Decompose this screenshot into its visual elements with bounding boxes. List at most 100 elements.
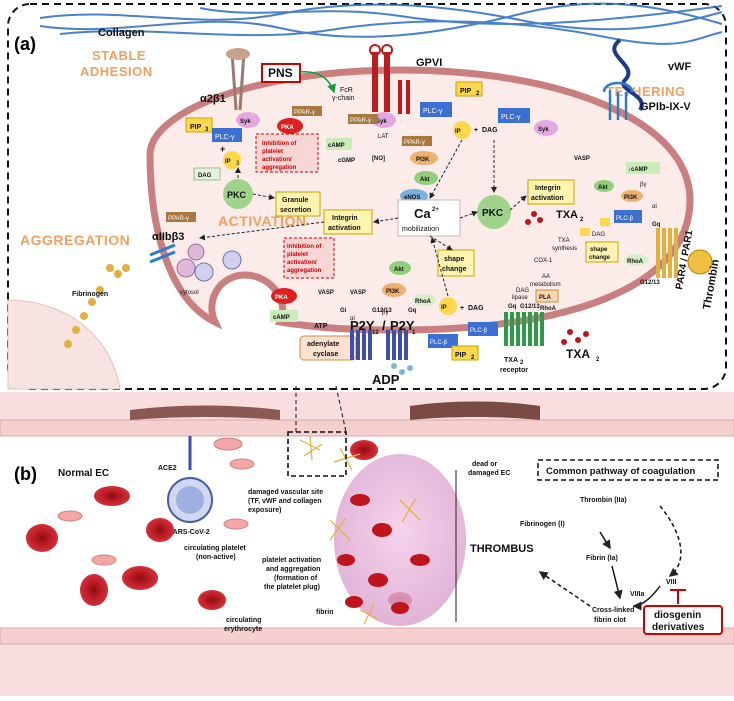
p2y-receptors bbox=[350, 330, 408, 360]
pip2-top-box bbox=[455, 81, 483, 97]
inhibition-low-4: aggregation bbox=[287, 268, 322, 274]
viii-label: VIII bbox=[666, 579, 677, 586]
pip2-top-label: PIP bbox=[460, 88, 472, 95]
pla2-label: PLA bbox=[539, 295, 552, 301]
gq-mid: Gq bbox=[408, 308, 417, 314]
ca-box bbox=[397, 199, 461, 237]
circulating-platelets bbox=[57, 437, 255, 566]
rhoa-right bbox=[624, 254, 648, 266]
collagen-fibers bbox=[39, 2, 723, 45]
pns-label: PNS bbox=[268, 66, 293, 80]
fcr-label-2: γ-chain bbox=[332, 95, 355, 102]
endothelium-bottom bbox=[0, 627, 734, 645]
inhibition-low-2: platelet bbox=[287, 252, 308, 258]
g1213-mid: G12/13 bbox=[372, 308, 392, 314]
camp-top bbox=[326, 138, 352, 150]
akt-top-label: Akt bbox=[420, 177, 430, 183]
pkc-right bbox=[477, 195, 511, 229]
vasp-mid: VASP bbox=[350, 290, 366, 296]
damaged-site-1: damaged vascular site bbox=[248, 489, 323, 496]
ip3-left bbox=[223, 151, 241, 169]
zoom-connectors bbox=[295, 385, 347, 433]
ppar-a-label: PPAR-γ bbox=[294, 110, 315, 116]
pka-low-label: PKA bbox=[275, 295, 288, 301]
g1213-right: G12/13 bbox=[640, 280, 660, 286]
pi3k-mid-label: PI3K bbox=[386, 289, 400, 295]
granules bbox=[176, 243, 242, 282]
activation-4: the platelet plug) bbox=[264, 584, 320, 591]
shape-mid-box bbox=[437, 249, 475, 277]
alpha-i-mid: αi bbox=[350, 316, 355, 322]
svg-text:2: 2 bbox=[471, 355, 475, 361]
endothelium-top bbox=[0, 419, 734, 437]
plc-beta-low-a-label: PLC-β bbox=[430, 340, 448, 346]
svg-text:3: 3 bbox=[205, 127, 209, 133]
ca-mobilization: mobilization bbox=[402, 226, 439, 233]
vessel-bottom-wall bbox=[0, 636, 734, 696]
aiib3-label: αIIbβ3 bbox=[152, 231, 184, 243]
pkc-left-label: PKC bbox=[227, 190, 247, 200]
no-label: [NO] bbox=[372, 156, 385, 162]
plus-low: + bbox=[460, 305, 464, 312]
plus-left: + bbox=[220, 144, 225, 154]
dag-right-small: DAG bbox=[592, 232, 605, 238]
circ-platelet-1: circulating platelet bbox=[184, 545, 247, 552]
panel-b-label: (b) bbox=[14, 464, 37, 484]
fibrinogen-label: Fibrinogen bbox=[72, 291, 108, 298]
camp-down-box bbox=[626, 162, 660, 174]
plc-gamma-mid-label: PLC-γ bbox=[423, 108, 443, 115]
pi3k-top-label: PI3K bbox=[416, 157, 430, 163]
dag-left-label: DAG bbox=[198, 173, 212, 179]
thrombin-icon bbox=[687, 249, 713, 275]
g1213-low: G12/13 bbox=[520, 304, 540, 310]
granule-1: Granule bbox=[282, 197, 309, 204]
dead-ec-2: damaged EC bbox=[468, 470, 510, 477]
granule-box bbox=[275, 191, 321, 217]
ip3-low-label: IP bbox=[441, 305, 447, 311]
plc-gamma-right bbox=[498, 108, 530, 123]
txa2-synth-1: TXA bbox=[558, 238, 570, 244]
ace2-label: ACE2 bbox=[158, 465, 177, 472]
pip3-left-box bbox=[185, 117, 213, 133]
fibrin-ia-label: Fibrin (Ia) bbox=[586, 555, 618, 562]
circ-platelet-2: (non-active) bbox=[196, 554, 236, 561]
stable-adhesion-label-1: STABLE bbox=[92, 48, 146, 63]
gpvi-receptor bbox=[369, 44, 410, 114]
dead-ec-1: dead or bbox=[472, 461, 498, 468]
fibrinogen-i-label: Fibrinogen (I) bbox=[520, 521, 565, 528]
pi3k-right bbox=[621, 190, 643, 202]
svg-text:2: 2 bbox=[580, 217, 584, 223]
syk-left bbox=[236, 112, 260, 128]
sars-label: SARS-CoV-2 bbox=[168, 529, 210, 536]
integrin-right-1: Integrin bbox=[535, 185, 561, 192]
txa2-bottom-dots bbox=[561, 329, 589, 345]
plc-beta-low-a bbox=[428, 334, 458, 348]
sars-cov2-icon bbox=[167, 436, 213, 523]
ip3-top bbox=[453, 121, 471, 139]
ppar-d bbox=[166, 212, 196, 222]
plc-gamma-right-label: PLC-γ bbox=[501, 114, 521, 121]
aa-2: metabolism bbox=[530, 282, 561, 288]
pkc-right-label: PKC bbox=[482, 208, 503, 219]
ppar-c-label: PPAR-γ bbox=[404, 140, 425, 146]
damaged-site-2: (TF, vWF and collagen bbox=[248, 498, 322, 505]
rhoa-mid-label: RhoA bbox=[415, 299, 432, 305]
inhibition-top-2: platelet bbox=[262, 149, 283, 155]
svg-text:3: 3 bbox=[236, 161, 240, 167]
aiib3-receptor bbox=[149, 243, 176, 264]
shape-mid-2: change bbox=[442, 266, 467, 273]
plus-top: + bbox=[474, 127, 478, 134]
gq-right: Gq bbox=[652, 222, 661, 228]
pla2-box bbox=[535, 289, 559, 303]
circ-ery-1: circulating bbox=[226, 617, 261, 624]
txa2-mid-label: TXA bbox=[556, 209, 578, 221]
svg-text:2+: 2+ bbox=[432, 207, 439, 213]
inhibition-top-4: aggregation bbox=[262, 165, 297, 171]
akt-right-label: Akt bbox=[598, 185, 608, 191]
plc-beta-right-label: PLC-β bbox=[616, 216, 634, 222]
svg-text:2: 2 bbox=[476, 91, 480, 97]
vasp-right: VASP bbox=[574, 156, 590, 162]
txa2-dots bbox=[525, 211, 543, 225]
stable-adhesion-label-2: ADHESION bbox=[80, 64, 153, 79]
integrin-mid-1: Integrin bbox=[332, 215, 358, 222]
